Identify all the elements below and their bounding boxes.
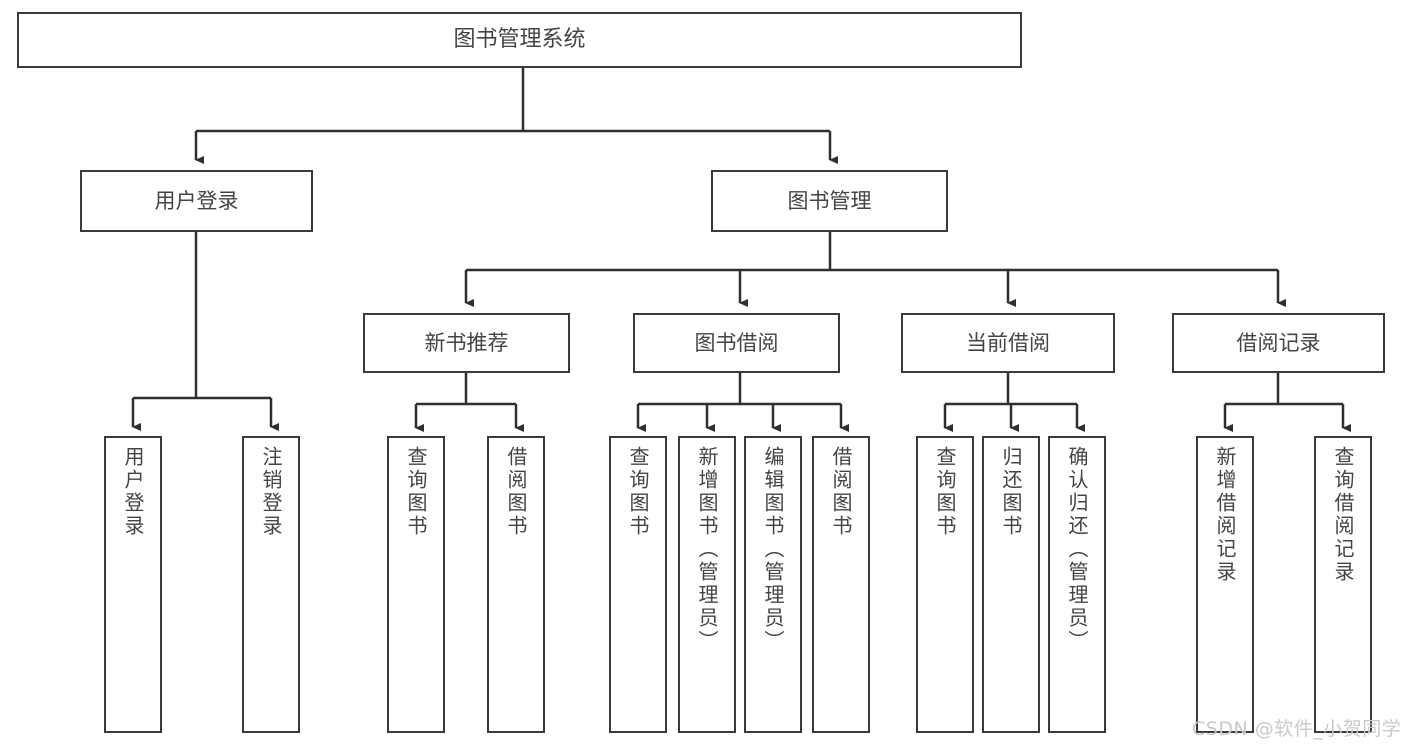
leaf-recommend-borrow-book[interactable]: 借阅图书 <box>487 436 545 733</box>
watermark-text: CSDN @软件_小贺同学 <box>1192 718 1402 740</box>
node-label: 当前借阅 <box>966 330 1050 355</box>
leaf-recommend-query-book[interactable]: 查询图书 <box>387 436 445 733</box>
node-label: 查询图书 <box>933 446 957 538</box>
leaf-borrow-add-book-admin[interactable]: 新增图书（管理员） <box>678 436 736 733</box>
leaf-user-login-logout[interactable]: 注销登录 <box>242 436 300 733</box>
node-borrow-record[interactable]: 借阅记录 <box>1172 313 1385 373</box>
node-label: 新书推荐 <box>424 330 509 355</box>
node-label: 借阅图书 <box>829 446 853 538</box>
node-label: 图书管理 <box>787 188 872 213</box>
node-root-system[interactable]: 图书管理系统 <box>17 12 1022 68</box>
node-label: 借阅记录 <box>1236 330 1321 355</box>
leaf-current-return-book[interactable]: 归还图书 <box>982 436 1040 733</box>
node-label: 图书借阅 <box>694 330 779 355</box>
leaf-record-query-record[interactable]: 查询借阅记录 <box>1314 436 1372 733</box>
leaf-user-login-login[interactable]: 用户登录 <box>104 436 162 733</box>
leaf-current-confirm-return-admin[interactable]: 确认归还（管理员） <box>1048 436 1106 733</box>
node-book-borrow[interactable]: 图书借阅 <box>633 313 840 373</box>
node-label: 归还图书 <box>999 446 1023 538</box>
node-label: 查询图书 <box>404 446 428 538</box>
leaf-borrow-borrow-book[interactable]: 借阅图书 <box>812 436 870 733</box>
node-new-book-recommend[interactable]: 新书推荐 <box>363 313 570 373</box>
node-user-login[interactable]: 用户登录 <box>80 170 313 232</box>
leaf-record-add-record[interactable]: 新增借阅记录 <box>1196 436 1254 733</box>
node-label: 编辑图书（管理员） <box>761 446 785 653</box>
node-label: 新增借阅记录 <box>1213 446 1237 584</box>
leaf-borrow-query-book[interactable]: 查询图书 <box>609 436 667 733</box>
node-label: 用户登录 <box>121 446 145 538</box>
leaf-borrow-edit-book-admin[interactable]: 编辑图书（管理员） <box>744 436 802 733</box>
node-book-management[interactable]: 图书管理 <box>711 170 948 232</box>
node-label: 注销登录 <box>259 446 283 538</box>
node-label: 用户登录 <box>154 188 239 213</box>
node-label: 借阅图书 <box>504 446 528 538</box>
leaf-current-query-book[interactable]: 查询图书 <box>916 436 974 733</box>
node-label: 图书管理系统 <box>453 27 586 53</box>
node-label: 确认归还（管理员） <box>1065 446 1089 653</box>
node-label: 新增图书（管理员） <box>695 446 719 653</box>
node-label: 查询借阅记录 <box>1331 446 1355 584</box>
node-label: 查询图书 <box>626 446 650 538</box>
node-current-borrow[interactable]: 当前借阅 <box>901 313 1115 373</box>
